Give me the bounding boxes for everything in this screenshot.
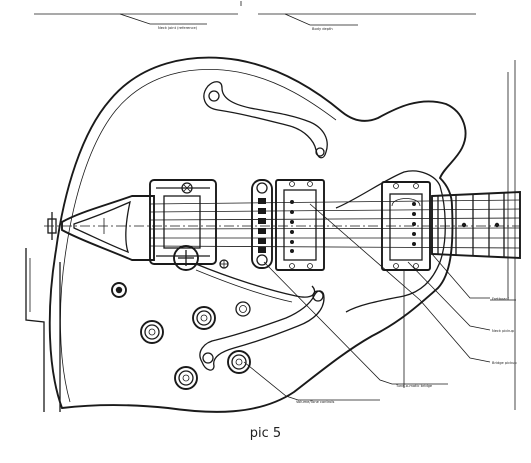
strap-button: [47, 212, 57, 240]
control-knob-2: [192, 306, 216, 330]
output-jack: [111, 282, 127, 298]
bridge-pickup: [275, 179, 325, 271]
side-elevation-lines: [25, 248, 61, 412]
pickguard-outline: [335, 170, 446, 313]
callout-leaders: [243, 203, 491, 401]
top-dimension-lines: [34, 1, 476, 26]
right-reference-lines: [403, 60, 516, 410]
figure-caption: pic 5: [249, 426, 282, 441]
callout-neck-joint: Neck joint (reference): [158, 26, 198, 30]
control-knob-1: [140, 320, 164, 344]
trapeze-tailpiece: [61, 195, 155, 261]
callout-bridge: Tune-o-matic bridge: [395, 384, 433, 388]
callout-controls: Volume/Tone controls: [296, 400, 334, 404]
selector-switch-washer: [235, 301, 251, 317]
upper-f-hole: [203, 81, 328, 159]
tune-o-matic-bridge: [251, 179, 273, 269]
fretboard: [431, 191, 521, 259]
control-knob-4: [227, 350, 251, 374]
callout-fretboard: Fretboard: [492, 297, 509, 301]
vibrato-arm: [173, 245, 316, 303]
callout-body-depth: Body depth: [312, 27, 333, 31]
callout-bridge-pickup: Bridge pickup: [492, 361, 517, 365]
guitar-body-outline: [48, 56, 467, 413]
vibrato-unit: [149, 179, 229, 269]
body-binding: [60, 69, 337, 403]
lower-f-hole: [199, 290, 325, 371]
callout-neck-pickup: Neck pickup: [492, 329, 515, 333]
control-knob-3: [174, 366, 198, 390]
neck-pickup: [381, 181, 431, 271]
strings: [149, 199, 521, 249]
